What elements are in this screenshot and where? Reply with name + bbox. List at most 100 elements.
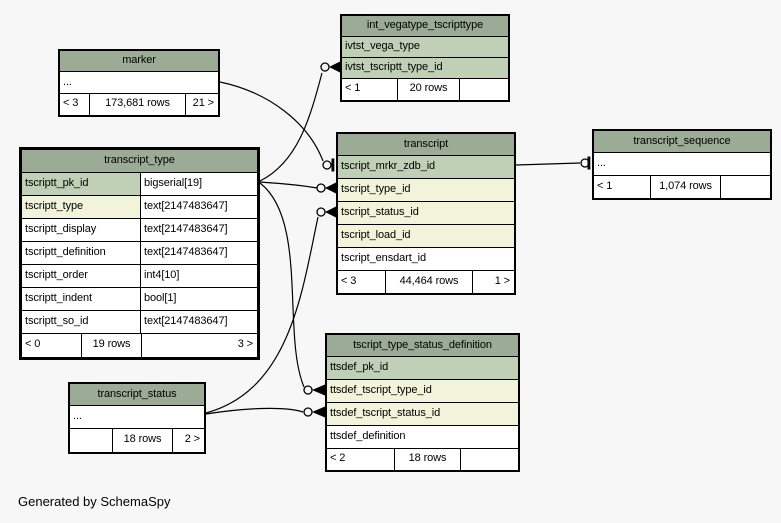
column-name: ttsdef_tscript_type_id bbox=[327, 380, 518, 402]
entity-title[interactable]: tscript_type_status_definition bbox=[327, 335, 518, 357]
stat-rowcount: 1,074 rows bbox=[650, 176, 720, 198]
column-name: ttsdef_tscript_status_id bbox=[327, 403, 518, 425]
entity-stats-row: < 1 1,074 rows bbox=[594, 176, 770, 198]
column-row: ... bbox=[70, 406, 204, 429]
relation-transcript_type-to-transcript bbox=[259, 181, 336, 194]
column-type: bigserial[19] bbox=[140, 173, 257, 195]
column-type: text[2147483647] bbox=[140, 219, 257, 241]
column-type: text[2147483647] bbox=[140, 196, 257, 218]
cardinality-circle-icon bbox=[320, 62, 330, 72]
column-name: tscript_ensdart_id bbox=[338, 248, 514, 270]
relation-line bbox=[205, 407, 304, 415]
stat-parents: 3 > bbox=[141, 334, 257, 357]
column-row: ttsdef_pk_id bbox=[327, 357, 518, 380]
entity-title[interactable]: int_vegatype_tscripttype bbox=[342, 16, 508, 37]
cardinality-circle-icon bbox=[303, 385, 313, 395]
column-type: text[2147483647] bbox=[140, 311, 257, 333]
column-name: tscript_type_id bbox=[338, 179, 514, 201]
cardinality-crow-arrow-icon bbox=[312, 384, 325, 396]
relation-marker-to-transcript bbox=[219, 81, 335, 172]
cardinality-crow-arrow-icon bbox=[329, 61, 340, 73]
cardinality-crow-arrow-icon bbox=[312, 406, 325, 418]
column-name: tscriptt_pk_id bbox=[22, 173, 140, 195]
entity-stats-row: < 1 20 rows bbox=[342, 79, 508, 100]
relation-line bbox=[515, 162, 581, 166]
entity-title[interactable]: transcript_type bbox=[22, 150, 257, 173]
entity-title[interactable]: transcript_status bbox=[70, 384, 204, 406]
entity-stats-row: < 2 18 rows bbox=[327, 449, 518, 470]
column-row: tscript_load_id bbox=[338, 225, 514, 248]
relation-line bbox=[205, 216, 319, 414]
column-row: ttsdef_tscript_type_id bbox=[327, 380, 518, 403]
cardinality-tee-icon bbox=[587, 156, 591, 170]
entity-title[interactable]: transcript_sequence bbox=[594, 131, 770, 153]
stat-parents: 21 > bbox=[185, 94, 218, 115]
column-name: ivtst_vega_type bbox=[342, 37, 508, 57]
relation-line bbox=[219, 81, 324, 162]
stat-children: < 3 bbox=[63, 97, 79, 109]
column-name: tscriptt_indent bbox=[22, 288, 140, 310]
cardinality-circle-icon bbox=[316, 207, 326, 217]
column-type: bool[1] bbox=[140, 288, 257, 310]
column-row: tscript_mrkr_zdb_id bbox=[338, 156, 514, 179]
column-type: int4[10] bbox=[140, 265, 257, 287]
stat-parents bbox=[460, 449, 518, 470]
stat-children: < 0 bbox=[25, 338, 41, 350]
column-name: ... bbox=[70, 406, 204, 428]
cardinality-crow-arrow-icon bbox=[325, 206, 336, 218]
column-row: tscript_status_id bbox=[338, 202, 514, 225]
stat-children: < 1 bbox=[597, 180, 613, 192]
column-name: tscriptt_definition bbox=[22, 242, 140, 264]
stat-rowcount: 44,464 rows bbox=[385, 271, 472, 293]
relation-transcript_status-to-transcript bbox=[205, 206, 336, 414]
column-name: tscriptt_type bbox=[22, 196, 140, 218]
cardinality-circle-icon bbox=[322, 160, 332, 170]
column-name: ... bbox=[60, 72, 218, 93]
stat-rowcount: 20 rows bbox=[397, 79, 459, 100]
relation-transcript_type-to-tscript_type_status_definition bbox=[259, 182, 325, 396]
column-name: tscript_mrkr_zdb_id bbox=[338, 156, 514, 178]
column-row: ... bbox=[60, 72, 218, 94]
column-type: text[2147483647] bbox=[140, 242, 257, 264]
relation-transcript_status-to-tscript_type_status_definition bbox=[205, 406, 325, 418]
cardinality-tee-icon bbox=[331, 158, 335, 172]
column-name: tscriptt_order bbox=[22, 265, 140, 287]
stat-children: < 2 bbox=[330, 452, 346, 464]
stat-rowcount: 18 rows bbox=[394, 449, 460, 470]
column-name: tscriptt_display bbox=[22, 219, 140, 241]
cardinality-circle-icon bbox=[303, 407, 313, 417]
stat-parents: 2 > bbox=[172, 429, 204, 452]
column-name: tscriptt_so_id bbox=[22, 311, 140, 333]
stat-children: < 1 bbox=[345, 82, 361, 94]
column-name: ivtst_tscriptt_type_id bbox=[342, 58, 508, 78]
relation-transcript_type-to-int_vegatype_tscripttype bbox=[259, 61, 340, 182]
stat-children bbox=[70, 429, 112, 452]
column-name: ttsdef_pk_id bbox=[327, 357, 518, 379]
cardinality-crow-arrow-icon bbox=[325, 182, 336, 194]
relation-line bbox=[259, 181, 318, 189]
relation-line bbox=[259, 182, 305, 388]
entity-title[interactable]: marker bbox=[60, 51, 218, 72]
cardinality-circle-icon bbox=[316, 183, 326, 193]
relation-line bbox=[259, 72, 323, 182]
column-name: tscript_load_id bbox=[338, 225, 514, 247]
column-name: tscript_status_id bbox=[338, 202, 514, 224]
stat-rowcount: 19 rows bbox=[81, 334, 141, 357]
entity-title[interactable]: transcript bbox=[338, 134, 514, 156]
